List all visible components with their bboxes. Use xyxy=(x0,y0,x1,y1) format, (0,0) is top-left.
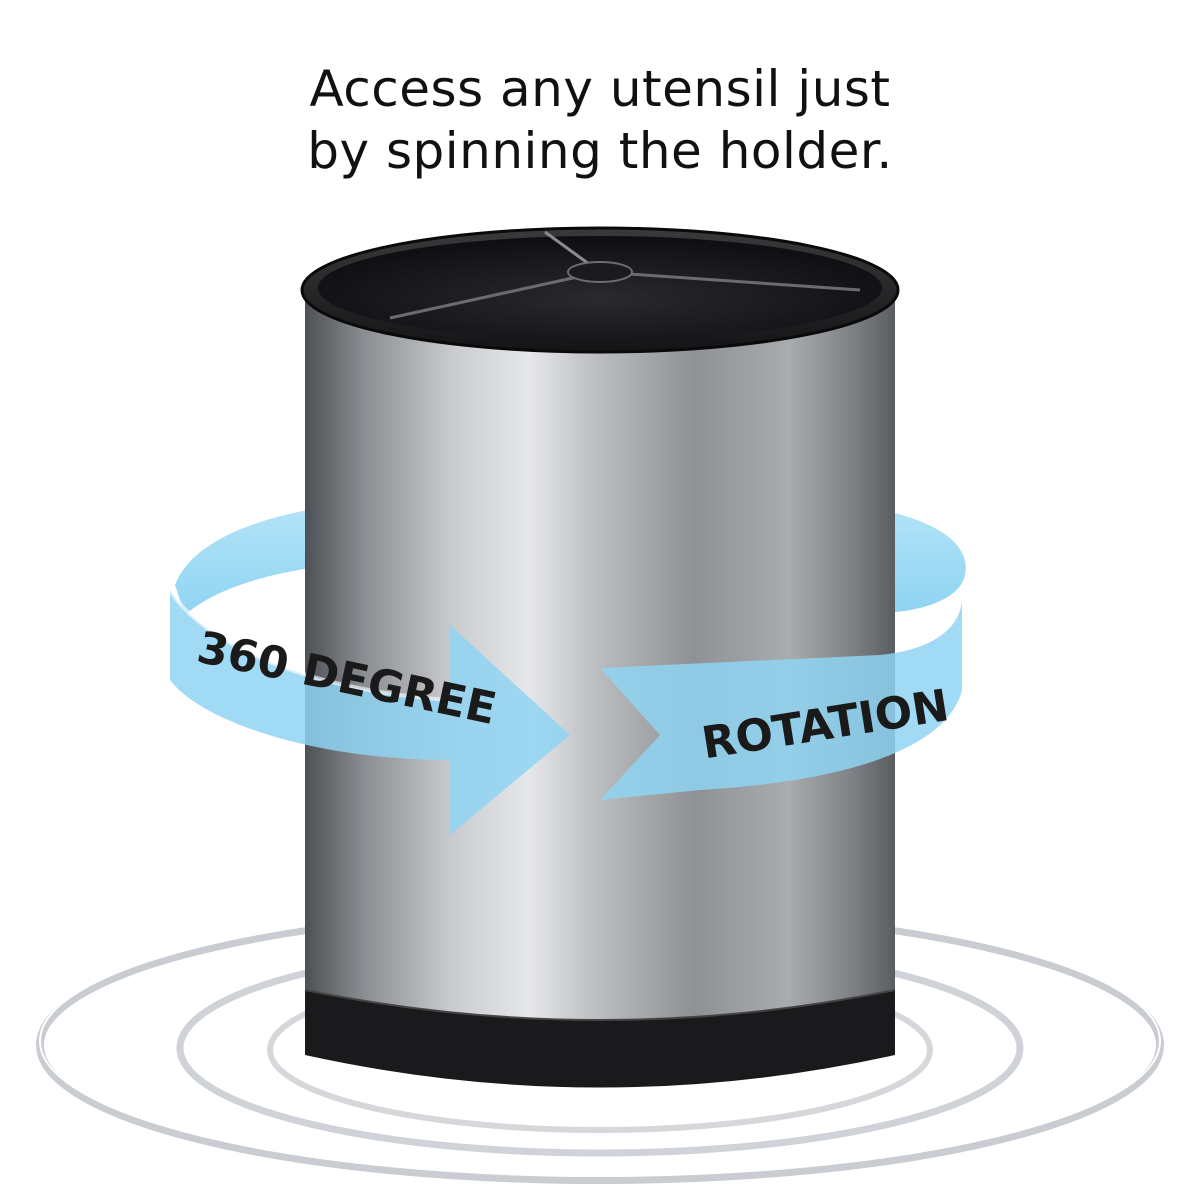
headline: Access any utensil just by spinning the … xyxy=(0,58,1200,182)
rotation-band-front xyxy=(168,588,962,835)
headline-line-1: Access any utensil just xyxy=(309,60,891,118)
canister xyxy=(300,226,900,1088)
headline-line-2: by spinning the holder. xyxy=(307,122,893,180)
